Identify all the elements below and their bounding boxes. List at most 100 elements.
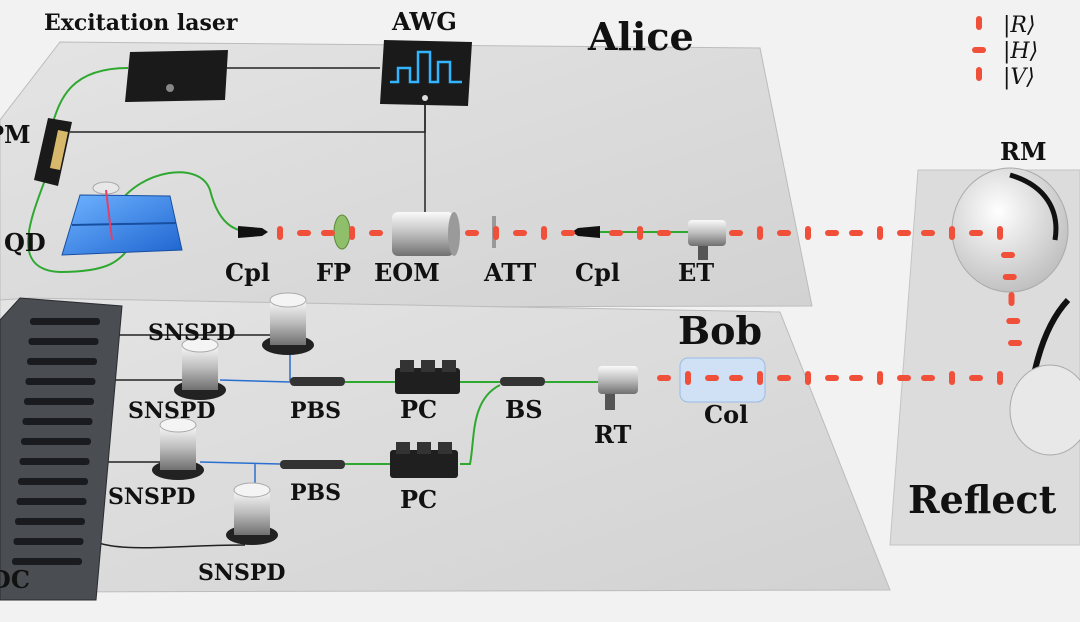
photon-marker — [657, 375, 671, 381]
pm-label: PM — [0, 120, 31, 149]
dc-slot — [19, 458, 90, 465]
qd-label: QD — [4, 228, 46, 257]
pc-label-1: PC — [400, 395, 437, 424]
bob-title: Bob — [678, 308, 762, 353]
photon-marker — [949, 226, 955, 240]
photon-marker — [777, 375, 791, 381]
detector-controller — [0, 297, 123, 601]
pc-1 — [395, 360, 460, 394]
eom-label: EOM — [374, 258, 440, 287]
awg-device — [380, 40, 472, 106]
photon-marker — [949, 371, 955, 385]
photon-marker — [921, 230, 935, 236]
photon-marker — [897, 230, 911, 236]
snspd-detector-3 — [152, 417, 204, 480]
dc-slot — [21, 438, 91, 445]
et-label: ET — [678, 258, 714, 287]
photon-marker — [997, 371, 1003, 385]
photon-marker — [465, 230, 479, 236]
alice-title: Alice — [587, 14, 694, 59]
dc-slot — [16, 498, 87, 505]
photon-marker — [729, 230, 743, 236]
pc-2 — [390, 442, 458, 478]
pbs-label-1: PBS — [290, 398, 341, 424]
legend-v-label: |V⟩ — [1003, 65, 1035, 90]
laser-port-icon — [166, 84, 174, 92]
snspd-detector-2 — [174, 337, 226, 400]
photon-marker — [705, 375, 719, 381]
dc-slot — [24, 398, 94, 405]
photon-marker — [921, 375, 935, 381]
dc-slot — [18, 478, 88, 485]
awg-waveform-icon — [390, 50, 462, 84]
photon-marker — [997, 226, 1003, 240]
photon-marker — [609, 230, 623, 236]
snspd-label-2: SNSPD — [128, 398, 216, 424]
dc-slot — [28, 338, 99, 345]
photon-marker — [369, 230, 383, 236]
photon-marker — [637, 226, 643, 240]
photon-marker — [777, 230, 791, 236]
pbs-2 — [280, 460, 345, 469]
dc-label: DC — [0, 565, 30, 594]
photon-marker — [757, 226, 763, 240]
photon-marker — [825, 375, 839, 381]
emitter-telescope — [688, 220, 726, 260]
rt-label: RT — [594, 420, 632, 449]
pbs-1 — [290, 377, 345, 386]
photon-marker — [849, 230, 863, 236]
dc-slot — [22, 418, 93, 425]
snspd-label-4: SNSPD — [198, 560, 286, 586]
photon-marker — [561, 230, 575, 236]
att-label: ATT — [483, 258, 536, 287]
photon-marker — [757, 371, 763, 385]
pc-label-2: PC — [400, 485, 437, 514]
photon-marker — [805, 226, 811, 240]
photon-marker — [277, 226, 283, 240]
bs-device — [500, 377, 545, 386]
photon-marker — [805, 371, 811, 385]
phase-modulator — [34, 118, 72, 186]
snspd-label-1: SNSPD — [148, 320, 236, 346]
coupler-2 — [572, 226, 600, 238]
legend-r-label: |R⟩ — [1003, 13, 1036, 38]
fp-label: FP — [316, 258, 351, 287]
photon-marker — [849, 375, 863, 381]
quantum-dot-chip — [61, 181, 183, 256]
photon-stream — [277, 226, 1023, 385]
legend-h-label: |H⟩ — [1003, 39, 1038, 64]
dc-slot — [27, 358, 97, 365]
photon-marker — [1006, 318, 1021, 324]
excitation-laser-label: Excitation laser — [44, 10, 238, 36]
excitation-laser-box — [125, 50, 228, 102]
photon-marker — [729, 375, 743, 381]
photon-marker — [541, 226, 547, 240]
photon-marker — [685, 371, 691, 385]
photon-marker — [1002, 274, 1017, 280]
legend-h-photon-icon — [972, 47, 986, 53]
cpl-label-2: Cpl — [575, 258, 620, 287]
photon-marker — [969, 230, 983, 236]
photon-marker — [1001, 252, 1015, 258]
photon-marker — [969, 375, 983, 381]
photon-marker — [897, 375, 911, 381]
legend-v-photon-icon — [976, 67, 982, 81]
cpl-label-1: Cpl — [225, 258, 270, 287]
dc-slot — [13, 538, 84, 545]
fabry-perot-filter — [333, 214, 351, 250]
photon-marker — [321, 230, 335, 236]
photon-marker — [877, 371, 883, 385]
rm-label: RM — [1000, 137, 1047, 166]
pbs-label-2: PBS — [290, 480, 341, 506]
coupler-1 — [238, 226, 268, 238]
photon-marker — [825, 230, 839, 236]
dc-slot — [15, 518, 85, 525]
snspd-detector-4 — [226, 482, 278, 545]
alice-fibers — [27, 67, 690, 274]
awg-label: AWG — [391, 7, 457, 36]
photon-marker — [877, 226, 883, 240]
snspd-detector-1 — [262, 292, 314, 355]
photon-marker — [297, 230, 311, 236]
